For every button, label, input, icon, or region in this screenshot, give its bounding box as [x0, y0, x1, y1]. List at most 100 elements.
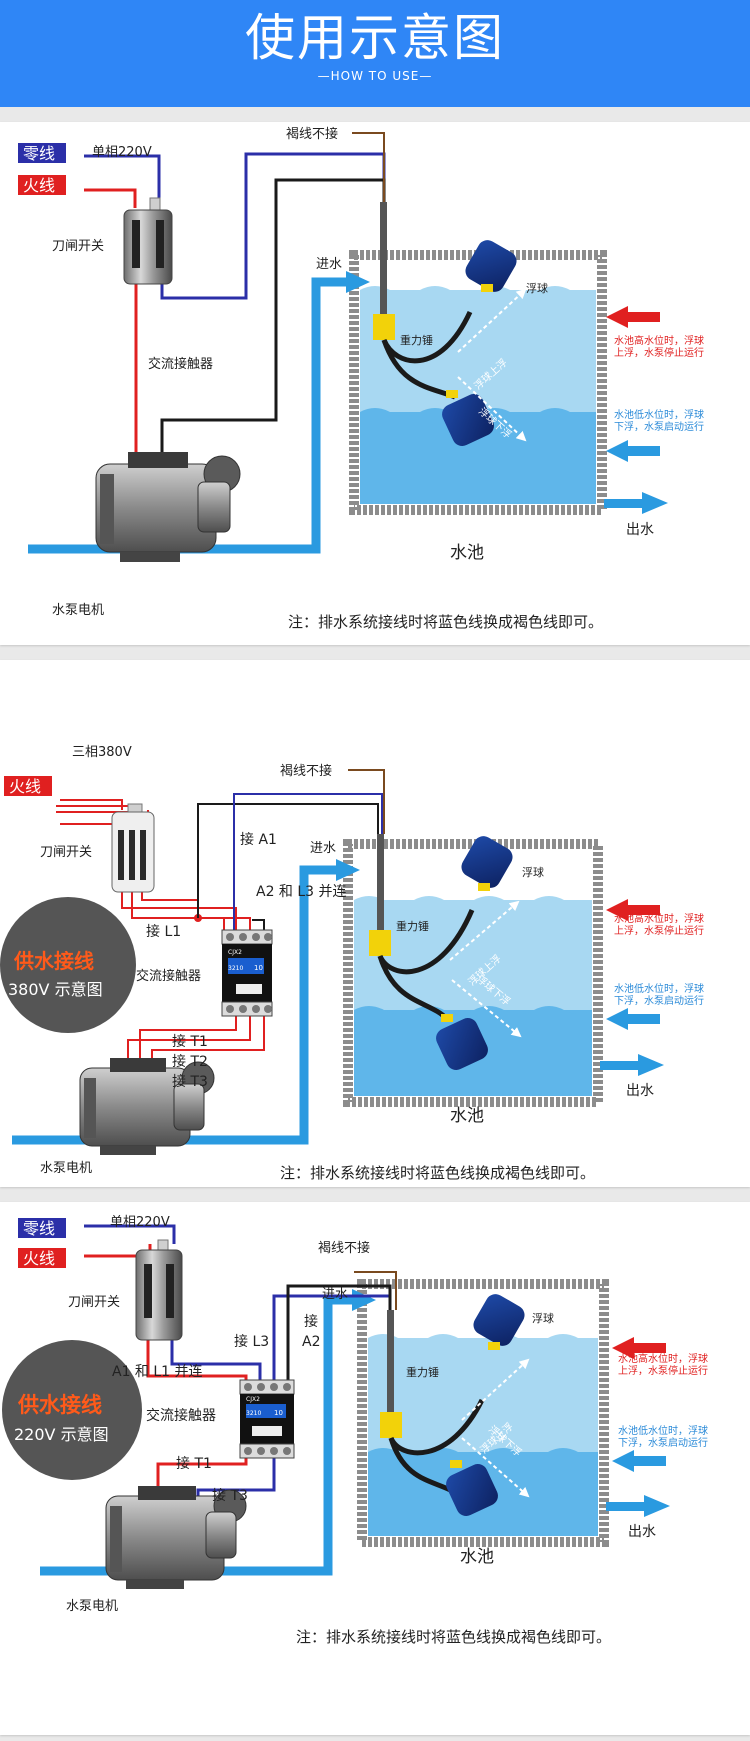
wiring-panel-single-phase: 褐线不接 零线 火线 单相220V 刀闸开关 交流接触器 进水 浮球 重力锤 浮… [0, 122, 750, 645]
low-level-line-2: 下浮，水泵启动运行 [618, 1436, 708, 1449]
high-level-line-2: 上浮，水泵停止运行 [618, 1364, 708, 1377]
a2-label-1: 接 [304, 1313, 318, 1330]
black-wire [286, 1284, 392, 1382]
water-tank [357, 1279, 609, 1547]
header-banner: 使用示意图 —HOW TO USE— [0, 0, 750, 107]
low-level-arrow-icon [606, 440, 660, 462]
neutral-tag [18, 1218, 66, 1238]
supply-label: 单相220V [92, 145, 152, 160]
float-ball-low [446, 1464, 498, 1516]
wiring-panel-three-phase: CJX2 3210 10 褐线不接 三相380V 火线 刀闸开关 接 A1 进水… [0, 660, 750, 1187]
tank-label: 水池 [450, 543, 484, 563]
rise-arrow-icon [461, 1358, 530, 1421]
live-tag-label: 火线 [9, 777, 41, 796]
a1-l1-label: A1 和 L1 并连 [112, 1364, 203, 1380]
a2-l3-label: A2 和 L3 并连 [256, 884, 347, 900]
rise-arrow-icon [449, 900, 520, 961]
live-tag [18, 1248, 66, 1268]
page-subtitle: —HOW TO USE— [317, 69, 433, 83]
live-tag [18, 175, 66, 195]
outlet-pipe [606, 1502, 646, 1511]
low-level-line-1: 水池低水位时，浮球 [618, 1424, 708, 1437]
float-ball-low [442, 394, 494, 446]
knife-switch-icon [135, 1239, 183, 1341]
inlet-arrow-icon [336, 859, 360, 881]
tank-label: 水池 [450, 1106, 484, 1126]
badge-subtitle: 220V 示意图 [14, 1425, 109, 1444]
contactor-label: 交流接触器 [148, 356, 213, 372]
wiring-diagram-1: 褐线不接 零线 火线 单相220V 刀闸开关 交流接触器 进水 浮球 重力锤 浮… [18, 126, 704, 631]
float-cable [387, 1310, 394, 1416]
outlet-arrow-icon [642, 492, 668, 514]
contactor-icon [239, 1379, 295, 1459]
t3-label: 接 T3 [212, 1487, 248, 1504]
diagram-content: CJX2 3210 10 零线 单相220V 火线 褐线不接 进水 浮球 刀闸开… [2, 1215, 708, 1646]
contactor-icon [221, 929, 273, 1017]
outlet-label: 出水 [626, 1083, 654, 1099]
outlet-pipe [600, 1061, 640, 1070]
rise-arrow-icon [457, 288, 527, 353]
note-text: 注：排水系统接线时将蓝色线换成褐色线即可。 [280, 1164, 595, 1182]
float-ball-low [436, 1018, 488, 1070]
contactor-model-1: CJX2 [228, 949, 242, 956]
low-level-line-1: 水池低水位时，浮球 [614, 982, 704, 995]
float-ball-high [473, 1294, 525, 1346]
float-ball-high [461, 836, 513, 888]
supply-label: 三相380V [72, 745, 132, 760]
low-level-line-2: 下浮，水泵启动运行 [614, 420, 704, 433]
weight-label: 重力锤 [400, 333, 433, 347]
wiring-panel-single-phase-supply: CJX2 3210 10 零线 单相220V 火线 褐线不接 进水 浮球 刀闸开… [0, 1202, 750, 1735]
low-level-arrow-icon [612, 1450, 666, 1472]
gravity-weight [380, 1412, 402, 1438]
float-label: 浮球 [526, 281, 548, 295]
a1-label: 接 A1 [240, 831, 277, 848]
high-level-line-1: 水池高水位时，浮球 [614, 912, 704, 925]
l3-label: 接 L3 [234, 1333, 269, 1350]
inlet-label: 进水 [316, 257, 342, 272]
low-level-arrow-icon [606, 1008, 660, 1030]
float-cable [380, 202, 387, 317]
brown-wire-label: 褐线不接 [318, 1240, 370, 1256]
live-wire [84, 188, 137, 208]
a2-label-2: A2 [302, 1334, 320, 1350]
wiring-diagram-3: CJX2 3210 10 零线 单相220V 火线 褐线不接 进水 浮球 刀闸开… [2, 1215, 708, 1646]
high-level-arrow-icon [606, 306, 660, 328]
knife-switch-icon [123, 197, 173, 285]
neutral-wire [84, 1224, 176, 1244]
high-level-line-1: 水池高水位时，浮球 [618, 1352, 708, 1365]
high-level-line-2: 上浮，水泵停止运行 [614, 346, 704, 359]
inlet-label: 进水 [310, 841, 336, 856]
high-level-line-2: 上浮，水泵停止运行 [614, 924, 704, 937]
neutral-tag [18, 143, 66, 163]
live-tag [4, 776, 52, 796]
pump-label: 水泵电机 [40, 1161, 92, 1176]
contactor-model-2: 3210 [246, 1410, 261, 1417]
weight-label: 重力锤 [396, 919, 429, 933]
t1-label: 接 T1 [172, 1033, 208, 1050]
note-text: 注：排水系统接线时将蓝色线换成褐色线即可。 [288, 613, 603, 631]
float-label: 浮球 [532, 1311, 554, 1325]
water-tank [349, 250, 607, 515]
live-tag-label: 火线 [23, 1249, 55, 1268]
contactor-model-2: 3210 [228, 965, 243, 972]
fall-arrow-icon [457, 376, 527, 442]
note-text: 注：排水系统接线时将蓝色线换成褐色线即可。 [296, 1628, 611, 1646]
l1-label: 接 L1 [146, 923, 181, 940]
high-level-line-1: 水池高水位时，浮球 [614, 334, 704, 347]
gravity-weight [373, 314, 395, 340]
float-label: 浮球 [522, 865, 544, 879]
supply-wiring-badge [2, 1340, 142, 1480]
live-tag-label: 火线 [23, 176, 55, 195]
switch-label: 刀闸开关 [40, 845, 92, 860]
black-wire [197, 803, 379, 918]
outlet-label: 出水 [626, 522, 654, 538]
high-level-arrow-icon [612, 1337, 666, 1359]
gravity-weight [369, 930, 391, 956]
t3-label: 接 T3 [172, 1073, 208, 1090]
pump-motor-icon [79, 1058, 215, 1155]
neutral-tag-label: 零线 [23, 1219, 55, 1238]
outlet-arrow-icon [638, 1054, 664, 1076]
contactor-model-3: 10 [274, 1409, 283, 1417]
pump-motor-icon [95, 452, 241, 562]
badge-subtitle: 380V 示意图 [8, 980, 103, 999]
